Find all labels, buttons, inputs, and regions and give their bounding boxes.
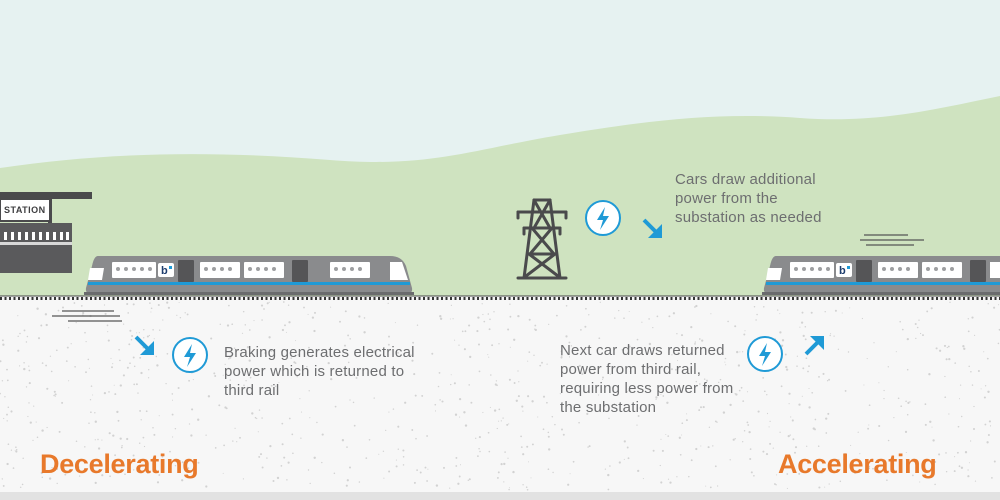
lightning-bolt-icon <box>747 336 783 372</box>
heading-decelerating: Decelerating <box>40 449 199 479</box>
lightning-bolt-icon <box>585 200 621 236</box>
lightning-bolt-icon <box>172 337 208 373</box>
station-building-icon <box>0 192 92 273</box>
station-label: STATION <box>4 205 46 215</box>
train-decelerating: b <box>84 256 414 295</box>
train-accelerating: b <box>762 256 1000 295</box>
speed-lines-right <box>860 234 924 246</box>
caption-substation: Cars draw additional power from the subs… <box>675 171 822 226</box>
speed-lines-left <box>52 310 122 322</box>
arrow-down-right-icon <box>134 335 154 355</box>
arrow-up-right-icon <box>804 336 824 356</box>
heading-accelerating: Accelerating <box>778 449 937 479</box>
train-logo: b <box>839 265 846 277</box>
transmission-tower-icon <box>516 198 568 280</box>
caption-next-car: Next car draws returned power from third… <box>560 342 734 416</box>
arrow-down-right-icon <box>642 218 662 238</box>
train-logo: b <box>161 265 168 277</box>
caption-braking: Braking generates electrical power which… <box>224 344 415 399</box>
